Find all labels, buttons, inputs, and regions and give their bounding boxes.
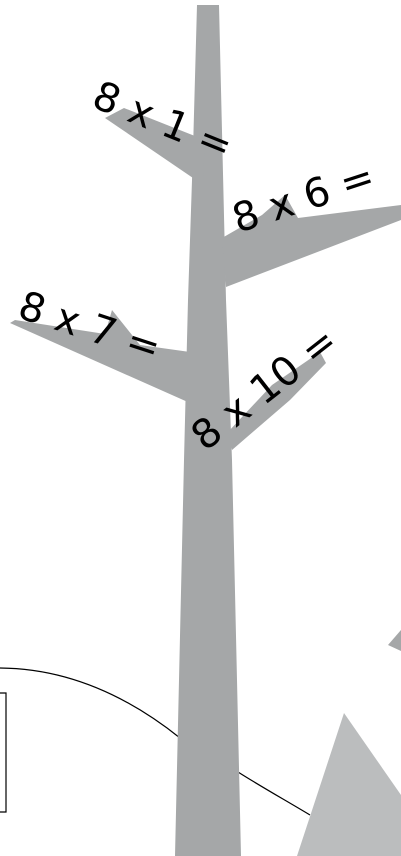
hill-line: [0, 668, 180, 738]
label-8x7: 8 x 7 =: [13, 283, 166, 372]
frame-edge: [0, 693, 6, 812]
hill-line-right: [238, 772, 310, 815]
right-edge-branch: [388, 630, 401, 651]
background-triangle: [297, 713, 401, 856]
